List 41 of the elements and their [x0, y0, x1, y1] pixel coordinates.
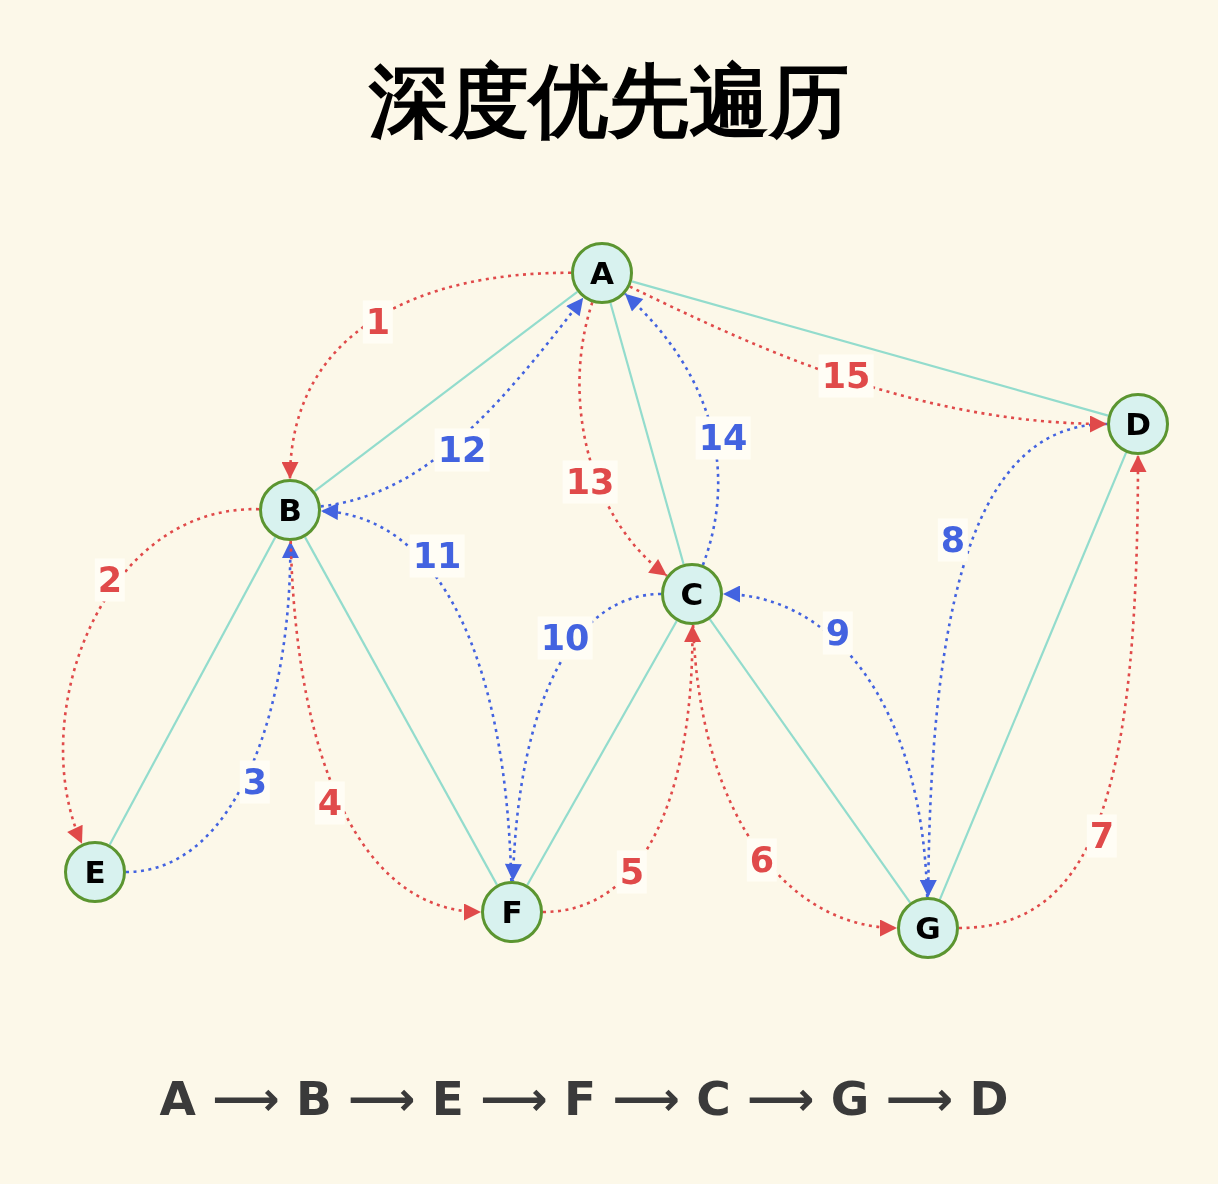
edge-line — [709, 618, 911, 904]
edge-label: 2 — [94, 558, 126, 602]
edge-label: 15 — [818, 354, 874, 398]
edge-label: 10 — [537, 616, 593, 660]
dotted-arrow — [624, 292, 720, 566]
graph-node: B — [259, 479, 321, 541]
edge-label: 14 — [695, 416, 751, 460]
dotted-arrow — [722, 586, 929, 898]
graph-node: C — [661, 563, 723, 625]
sequence-text: A ⟶ B ⟶ E ⟶ F ⟶ C ⟶ G ⟶ D — [159, 1074, 1009, 1122]
edge-line — [938, 452, 1128, 900]
edge-label: 5 — [616, 850, 648, 894]
edge-label: 7 — [1086, 814, 1118, 858]
dotted-arrow — [61, 507, 260, 845]
dotted-arrow — [578, 302, 668, 577]
dotted-arrow — [282, 271, 572, 480]
dotted-arrow — [958, 455, 1147, 930]
edge-label: 1 — [362, 300, 394, 344]
dotted-arrow — [542, 625, 701, 914]
dotted-arrow — [320, 504, 513, 882]
edge-label: 12 — [434, 428, 490, 472]
graph-node: F — [481, 881, 543, 943]
graph-node: G — [897, 897, 959, 959]
edge-label: 8 — [937, 518, 969, 562]
graph-node: A — [571, 242, 633, 304]
dotted-arrow — [505, 592, 662, 882]
edge-line — [108, 536, 277, 846]
graph-node: D — [1107, 393, 1169, 455]
edge-label: 3 — [239, 760, 271, 804]
edge-label: 11 — [409, 534, 465, 578]
dotted-arrow — [289, 540, 482, 919]
edge-label: 4 — [314, 781, 346, 825]
edge-label: 13 — [562, 460, 618, 504]
dotted-arrow — [691, 624, 898, 936]
graph-node: E — [64, 841, 126, 903]
edge-line — [609, 302, 685, 565]
edge-label: 6 — [746, 838, 778, 882]
edge-line — [526, 620, 678, 886]
edge-label: 9 — [822, 611, 854, 655]
dotted-arrow — [920, 422, 1108, 898]
edge-line — [304, 536, 498, 886]
